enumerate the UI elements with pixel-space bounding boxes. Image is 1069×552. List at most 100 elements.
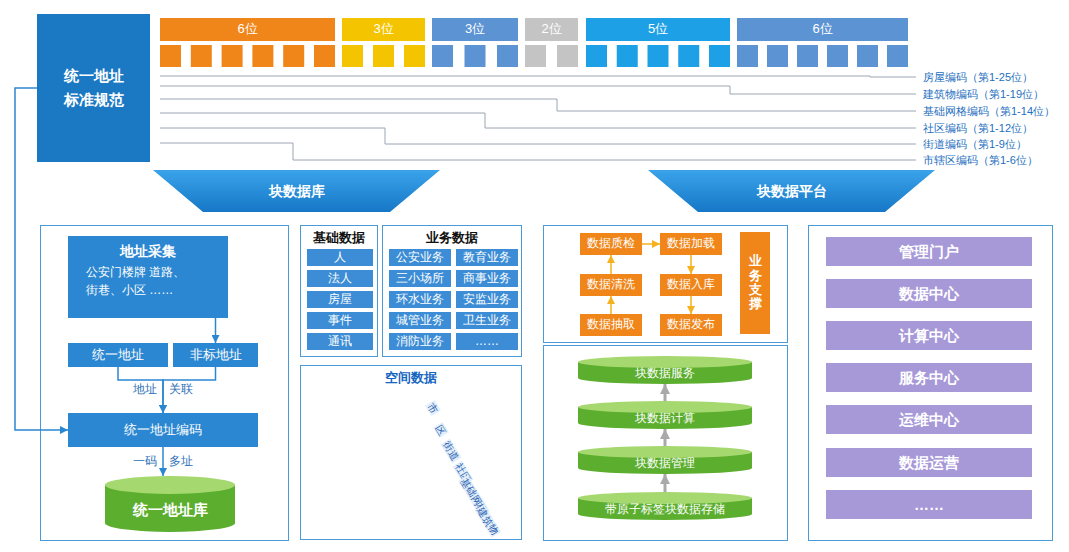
flow-arrow bbox=[118, 367, 163, 413]
digit-segment: 6位 bbox=[160, 18, 335, 41]
flow-arrow bbox=[642, 243, 660, 245]
code-range-label: 社区编码（第1-12位） bbox=[922, 122, 1034, 134]
flow-note: 多址 bbox=[168, 455, 194, 468]
digit-segment: 2位 bbox=[525, 18, 578, 41]
panel-outline bbox=[809, 226, 1053, 541]
module-box: 服务中心 bbox=[826, 363, 1032, 392]
digit-squares bbox=[160, 45, 908, 67]
group-panel: 基础数据人法人房屋事件通讯 bbox=[300, 225, 378, 357]
node-label: 统一地址 标准规范 bbox=[54, 64, 134, 112]
node-label: 房屋 bbox=[328, 292, 352, 308]
node-label: 计算中心 bbox=[899, 326, 959, 346]
data-item: 事件 bbox=[307, 312, 373, 329]
node-label: 数据清洗 bbox=[587, 277, 635, 293]
flow-arrow bbox=[664, 474, 667, 492]
data-item: 消防业务 bbox=[389, 333, 451, 350]
flow-arrow bbox=[690, 296, 692, 314]
node-label: 块数据服务 bbox=[635, 366, 695, 382]
digit-square bbox=[767, 45, 788, 67]
data-item: 三小场所 bbox=[389, 270, 451, 287]
code-range-label: 基础网格编码（第1-14位） bbox=[922, 105, 1056, 117]
node-label: 城管业务 bbox=[396, 313, 444, 329]
node-label: 业务数据 bbox=[426, 230, 478, 247]
process-box: 数据清洗 bbox=[580, 274, 642, 296]
bracket-line bbox=[160, 113, 916, 128]
node-label: 2位 bbox=[541, 21, 561, 38]
node-label: 基础数据 bbox=[313, 230, 365, 247]
process-box: 地址采集公安门楼牌 道路、街巷、小区 …… bbox=[68, 236, 228, 318]
chevron-banner: 块数据平台 bbox=[648, 170, 935, 212]
node-label: 消防业务 bbox=[396, 334, 444, 350]
node-label: 运维中心 bbox=[899, 410, 959, 430]
node-label: 商事业务 bbox=[463, 271, 511, 287]
digit-square bbox=[557, 45, 578, 67]
node-label: 统一地址编码 bbox=[124, 422, 202, 439]
support-bar: 业务支撑 bbox=[740, 232, 770, 334]
node-label: 块数据平台 bbox=[757, 182, 827, 200]
flow-arrow bbox=[215, 318, 217, 343]
flow-arrow bbox=[163, 367, 216, 413]
process-box: 统一地址编码 bbox=[68, 413, 258, 447]
bracket-line bbox=[160, 143, 916, 160]
flow-note: 地址 bbox=[132, 383, 158, 396]
node-label: 3位 bbox=[373, 21, 393, 38]
bracket-line bbox=[160, 99, 916, 111]
node-label: 数据发布 bbox=[667, 317, 715, 333]
node-label: 带原子标签块数据存储 bbox=[605, 502, 725, 518]
node-label: 块数据管理 bbox=[635, 456, 695, 472]
process-box: 非标地址 bbox=[173, 343, 258, 367]
chevron-banner: 块数据库 bbox=[153, 170, 440, 212]
group-panel: 业务数据公安业务教育业务三小场所商事业务环水业务安监业务城管业务卫生业务消防业务… bbox=[382, 225, 522, 357]
digit-square bbox=[797, 45, 818, 67]
node-label: 安监业务 bbox=[463, 292, 511, 308]
digit-square bbox=[252, 45, 273, 67]
digit-square bbox=[342, 45, 363, 67]
node-label: 人 bbox=[334, 250, 346, 266]
digit-square bbox=[160, 45, 181, 67]
node-label: 3位 bbox=[465, 21, 485, 38]
data-item: 城管业务 bbox=[389, 312, 451, 329]
panel-outline bbox=[41, 226, 289, 541]
layer-disk: 块数据管理 bbox=[578, 446, 752, 474]
panel-outline bbox=[544, 346, 788, 541]
layer-disk: 块数据服务 bbox=[578, 356, 752, 384]
node-label: 服务中心 bbox=[899, 368, 959, 388]
data-item: 通讯 bbox=[307, 333, 373, 350]
process-box: 数据质检 bbox=[580, 233, 642, 255]
database-cylinder: 统一地址库 bbox=[105, 476, 235, 532]
digit-square bbox=[827, 45, 848, 67]
node-label: 数据入库 bbox=[667, 277, 715, 293]
data-item: 公安业务 bbox=[389, 249, 451, 266]
flow-arrow bbox=[664, 384, 667, 401]
node-label: 5位 bbox=[648, 21, 668, 38]
digit-square bbox=[737, 45, 758, 67]
node-label: 教育业务 bbox=[463, 250, 511, 266]
node-body: 公安门楼牌 道路、街巷、小区 …… bbox=[86, 263, 210, 299]
node-label: 数据抽取 bbox=[587, 317, 635, 333]
digit-square bbox=[648, 45, 669, 67]
digit-square bbox=[222, 45, 243, 67]
module-box: 数据中心 bbox=[826, 279, 1032, 308]
node-label: 数据加载 bbox=[667, 236, 715, 252]
flow-note: 一码 bbox=[132, 455, 158, 468]
digit-square bbox=[191, 45, 212, 67]
code-range-label: 街道编码（第1-9位） bbox=[922, 138, 1028, 150]
node-label: 法人 bbox=[328, 271, 352, 287]
node-label: 6位 bbox=[812, 21, 832, 38]
digit-square bbox=[465, 45, 486, 67]
module-box: 计算中心 bbox=[826, 321, 1032, 350]
digit-square bbox=[678, 45, 699, 67]
digit-segment: 5位 bbox=[586, 18, 730, 41]
digit-square bbox=[525, 45, 546, 67]
data-item: 环水业务 bbox=[389, 291, 451, 308]
node-label: 三小场所 bbox=[396, 271, 444, 287]
data-item: 安监业务 bbox=[456, 291, 518, 308]
code-range-label: 市辖区编码（第1-6位） bbox=[922, 154, 1039, 166]
node-label: …… bbox=[475, 334, 499, 350]
digit-square bbox=[617, 45, 638, 67]
node-label: 块数据库 bbox=[269, 182, 325, 200]
node-label: 块数据计算 bbox=[635, 411, 695, 427]
node-label: 空间数据 bbox=[385, 370, 437, 387]
flow-arrow bbox=[162, 447, 164, 476]
digit-segment: 3位 bbox=[432, 18, 518, 41]
